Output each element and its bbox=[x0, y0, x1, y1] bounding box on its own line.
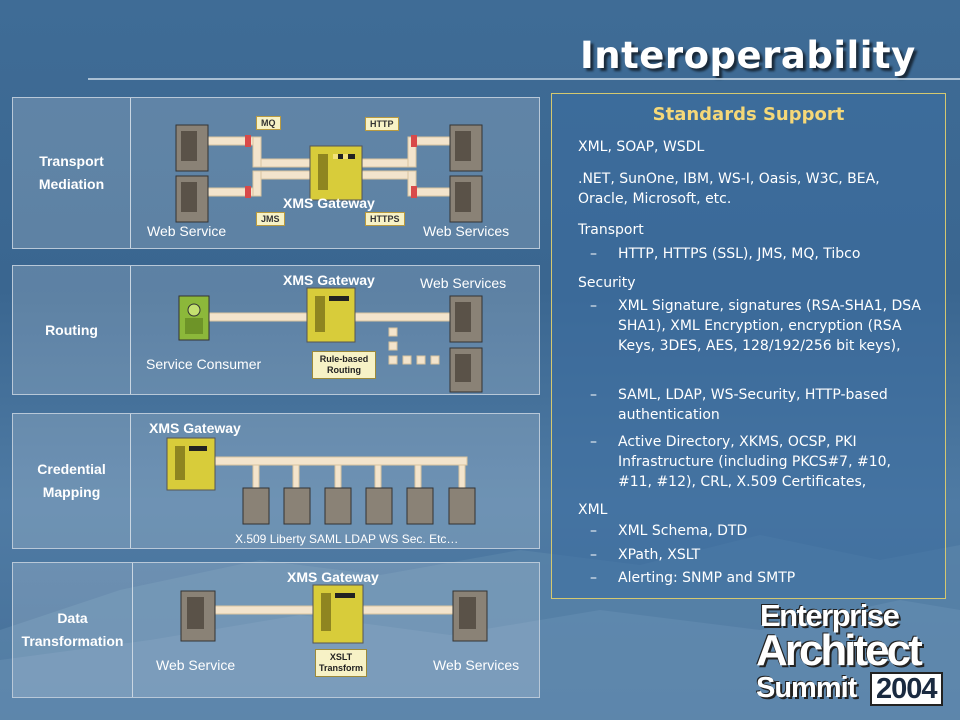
web-services-label: Web Services bbox=[423, 223, 510, 239]
server-icon bbox=[283, 487, 311, 525]
gateway-label: XMS Gateway bbox=[149, 420, 241, 436]
credential-diagram bbox=[166, 437, 476, 525]
gateway-icon bbox=[306, 287, 356, 343]
server-icon bbox=[449, 124, 483, 172]
xslt-transform-tag: XSLT Transform bbox=[315, 649, 367, 677]
transport-item: –HTTP, HTTPS (SSL), JMS, MQ, Tibco bbox=[590, 246, 861, 262]
routing-diagram bbox=[178, 287, 483, 393]
security-item: –Active Directory, XKMS, OCSP, PKI Infra… bbox=[590, 434, 891, 490]
credential-types-label: X.509 Liberty SAML LDAP WS Sec. Etc… bbox=[235, 532, 459, 546]
logo-line-summit: Summit bbox=[756, 672, 857, 704]
transport-heading: Transport bbox=[578, 222, 644, 238]
standards-title: Standards Support bbox=[652, 104, 845, 125]
server-icon bbox=[175, 175, 209, 223]
gateway-icon bbox=[312, 584, 364, 644]
security-item: –SAML, LDAP, WS-Security, HTTP-based aut… bbox=[590, 387, 888, 423]
page-title: Interoperability bbox=[580, 34, 916, 77]
gateway-icon bbox=[166, 437, 216, 491]
web-services-label: Web Services bbox=[433, 657, 520, 673]
xml-heading: XML bbox=[578, 502, 608, 518]
xml-item: –XPath, XSLT bbox=[590, 547, 701, 563]
security-heading: Security bbox=[578, 275, 636, 291]
gateway-label: XMS Gateway bbox=[283, 195, 375, 211]
panel-label: Data Transformation bbox=[13, 563, 133, 697]
xml-item: –XML Schema, DTD bbox=[590, 523, 748, 539]
security-item: –XML Signature, signatures (RSA-SHA1, DS… bbox=[590, 298, 922, 354]
logo-year: 2004 bbox=[870, 672, 943, 706]
gateway-label: XMS Gateway bbox=[287, 569, 379, 585]
web-services-label: Web Services bbox=[420, 275, 507, 291]
standards-support-box: Standards Support XML, SOAP, WSDL .NET, … bbox=[551, 93, 946, 599]
server-icon bbox=[449, 347, 483, 393]
title-divider bbox=[88, 78, 960, 80]
server-icon bbox=[449, 295, 483, 343]
panel-data-transformation: Data Transformation XMS Gateway XSLT Tra… bbox=[12, 562, 540, 698]
server-icon bbox=[448, 487, 476, 525]
panel-label: Transport Mediation bbox=[13, 98, 131, 248]
gateway-icon bbox=[309, 145, 363, 201]
server-icon bbox=[242, 487, 270, 525]
panel-credential-mapping: Credential Mapping XMS Gateway X.509 Lib… bbox=[12, 413, 540, 549]
enterprise-architect-summit-logo: Enterprise Architect Summit 2004 bbox=[752, 598, 943, 706]
panel-label: Routing bbox=[13, 266, 131, 394]
server-icon bbox=[324, 487, 352, 525]
rule-based-routing-tag: Rule-based Routing bbox=[312, 351, 376, 379]
transport-diagram bbox=[175, 124, 483, 223]
logo-line-enterprise: Enterprise bbox=[760, 598, 900, 633]
dash: – bbox=[590, 246, 597, 262]
web-service-label: Web Service bbox=[147, 223, 227, 239]
server-icon bbox=[449, 175, 483, 223]
service-consumer-label: Service Consumer bbox=[146, 356, 262, 372]
gateway-label: XMS Gateway bbox=[283, 272, 375, 288]
server-icon bbox=[406, 487, 434, 525]
server-icon bbox=[452, 590, 488, 642]
standards-line-xml: XML, SOAP, WSDL bbox=[578, 139, 705, 155]
service-consumer-icon bbox=[178, 295, 210, 341]
server-icon bbox=[175, 124, 209, 172]
panel-transport-mediation: Transport Mediation MQ JMS HTTP HTTPS XM… bbox=[12, 97, 540, 249]
connector-icons bbox=[245, 135, 417, 198]
server-icon bbox=[365, 487, 393, 525]
xml-item: –Alerting: SNMP and SMTP bbox=[590, 570, 796, 586]
mq-tag: MQ bbox=[256, 116, 281, 130]
server-icon bbox=[180, 590, 216, 642]
panel-routing: Routing XMS Gateway Web Services Service… bbox=[12, 265, 540, 395]
logo-line-architect: Architect bbox=[756, 626, 923, 675]
panel-label: Credential Mapping bbox=[13, 414, 131, 548]
jms-tag: JMS bbox=[256, 212, 285, 226]
https-tag: HTTPS bbox=[365, 212, 405, 226]
http-tag: HTTP bbox=[365, 117, 399, 131]
web-service-label: Web Service bbox=[156, 657, 236, 673]
transformation-diagram bbox=[180, 584, 488, 644]
standards-line-vendors: .NET, SunOne, IBM, WS-I, Oasis, W3C, BEA… bbox=[578, 171, 880, 207]
